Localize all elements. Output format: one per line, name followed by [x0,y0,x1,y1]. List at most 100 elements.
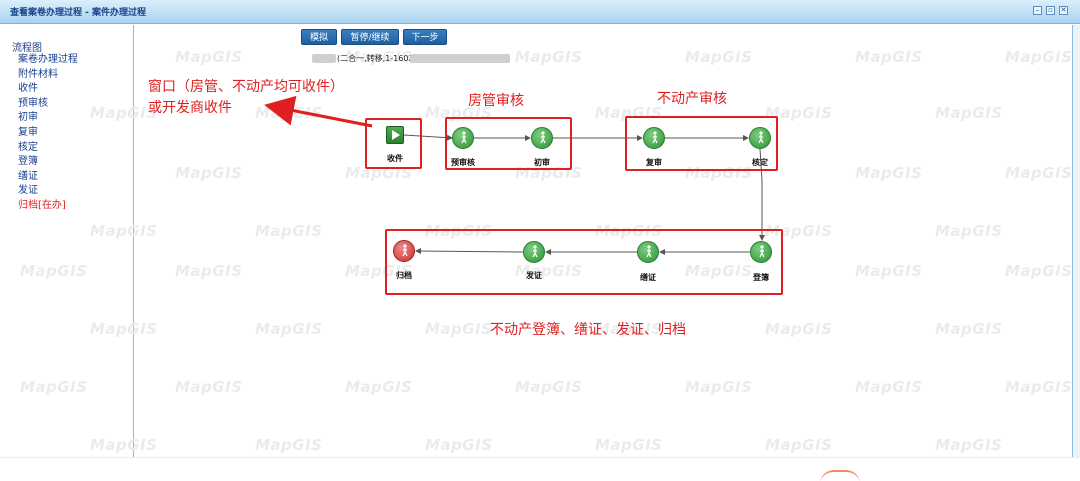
watermark-text: MapGIS [855,48,923,66]
next-step-button[interactable]: 下一步 [403,29,447,45]
watermark-text: MapGIS [175,164,243,182]
watermark-text: MapGIS [515,378,583,396]
annotation-arc [820,470,860,481]
simulate-button[interactable]: 模拟 [301,29,337,45]
tree-item-certificate[interactable]: 缮证 [18,170,38,182]
node-label-issue: 发证 [526,271,542,280]
tree-item-re-review[interactable]: 复审 [18,126,38,138]
tree-item-first-review[interactable]: 初审 [18,112,38,124]
annotation-box-final [385,229,783,295]
watermark-text: MapGIS [345,48,413,66]
watermark-text: MapGIS [20,378,88,396]
annotation-final-steps: 不动产登簿、缮证、发证、归档 [490,322,686,338]
bottom-strip [0,457,1080,481]
window-controls: – ▫ ✕ [1033,6,1068,15]
watermark-text: MapGIS [855,378,923,396]
watermark-text: MapGIS [90,436,158,454]
redacted-text [410,54,510,63]
tree-item-approve[interactable]: 核定 [18,141,38,153]
watermark-text: MapGIS [1005,378,1073,396]
tree-item-receive[interactable]: 收件 [18,83,38,95]
watermark-text: MapGIS [1005,48,1073,66]
watermark-text: MapGIS [595,222,663,240]
watermark-text: MapGIS [765,436,833,454]
watermark-text: MapGIS [20,262,88,280]
watermark-text: MapGIS [515,48,583,66]
node-approve-walker-icon[interactable] [749,127,771,149]
window-title: 查看案卷办理过程 - 案件办理过程 [10,8,147,18]
vertical-scrollbar[interactable] [1073,25,1080,457]
node-label-pre-review: 预审核 [451,158,475,167]
watermark-text: MapGIS [175,378,243,396]
watermark-text: MapGIS [425,320,493,338]
case-info: (二合一,转移,1-1602) [337,54,417,63]
tree-list: 案卷办理过程 附件材料 收件 预审核 初审 复审 核定 登簿 缮证 发证 归档[… [18,53,78,214]
annotation-window-line2: 或开发商收件 [148,100,232,116]
watermark-text: MapGIS [90,320,158,338]
watermark-text: MapGIS [595,320,663,338]
annotation-housing-review: 房管审核 [468,93,524,109]
watermark-text: MapGIS [685,48,753,66]
watermark-text: MapGIS [515,262,583,280]
node-re-review-walker-icon[interactable] [643,127,665,149]
node-issue-walker-icon[interactable] [523,241,545,263]
watermark-text: MapGIS [935,222,1003,240]
watermark-text: MapGIS [345,378,413,396]
tree-item-archive-current[interactable]: 归档[在办] [18,199,66,211]
annotation-arrow [264,95,373,128]
watermark-text: MapGIS [935,436,1003,454]
annotation-box-receive [365,118,422,169]
watermark-text: MapGIS [765,320,833,338]
tree-item-attachments[interactable]: 附件材料 [18,68,58,80]
flow-edges [403,134,765,255]
window-titlebar: 查看案卷办理过程 - 案件办理过程 – ▫ ✕ [0,0,1080,24]
watermark-text: MapGIS [255,320,323,338]
annotation-box-realestate [625,116,778,171]
watermark-text: MapGIS [175,262,243,280]
watermark-text: MapGIS [685,164,753,182]
tree-item-issue[interactable]: 发证 [18,185,38,197]
close-icon[interactable]: ✕ [1059,6,1068,15]
pause-continue-button[interactable]: 暂停/继续 [341,29,399,45]
minimize-icon[interactable]: – [1033,6,1042,15]
sidebar-tree: 流程图 案卷办理过程 附件材料 收件 预审核 初审 复审 核定 登簿 缮证 发证… [0,25,134,457]
node-label-archive: 归档 [396,271,412,280]
annotation-window-line1: 窗口（房管、不动产均可收件） [148,79,344,95]
watermark-text: MapGIS [1005,164,1073,182]
node-label-receive: 收件 [387,154,403,163]
watermark-text: MapGIS [935,320,1003,338]
node-label-re-review: 复审 [646,158,662,167]
node-label-first-review: 初审 [534,158,550,167]
redacted-text [312,54,336,63]
node-label-approve: 核定 [752,158,768,167]
tree-item-pre-review[interactable]: 预审核 [18,97,48,109]
watermark-text: MapGIS [175,48,243,66]
watermark-text: MapGIS [1005,262,1073,280]
watermark-text: MapGIS [935,104,1003,122]
node-first-review-walker-icon[interactable] [531,127,553,149]
node-label-certificate: 缮证 [640,273,656,282]
watermark-text: MapGIS [255,436,323,454]
watermark-text: MapGIS [90,104,158,122]
node-receive-start-icon[interactable] [386,126,404,144]
watermark-text: MapGIS [765,104,833,122]
watermark-text: MapGIS [425,436,493,454]
watermark-text: MapGIS [345,262,413,280]
node-certificate-walker-icon[interactable] [637,241,659,263]
maximize-icon[interactable]: ▫ [1046,6,1055,15]
node-archive-end-icon[interactable] [393,240,415,262]
watermark-text: MapGIS [855,262,923,280]
watermark-text: MapGIS [255,222,323,240]
annotation-realestate-review: 不动产审核 [657,91,727,107]
watermark-text: MapGIS [855,164,923,182]
tree-root[interactable]: 流程图 [12,43,42,54]
watermark-text: MapGIS [425,222,493,240]
tree-item-register[interactable]: 登簿 [18,156,38,168]
node-pre-review-walker-icon[interactable] [452,127,474,149]
node-register-walker-icon[interactable] [750,241,772,263]
annotation-box-housing [445,117,572,170]
watermark-text: MapGIS [595,436,663,454]
tree-item-case-process[interactable]: 案卷办理过程 [18,54,78,65]
watermark-text: MapGIS [90,222,158,240]
